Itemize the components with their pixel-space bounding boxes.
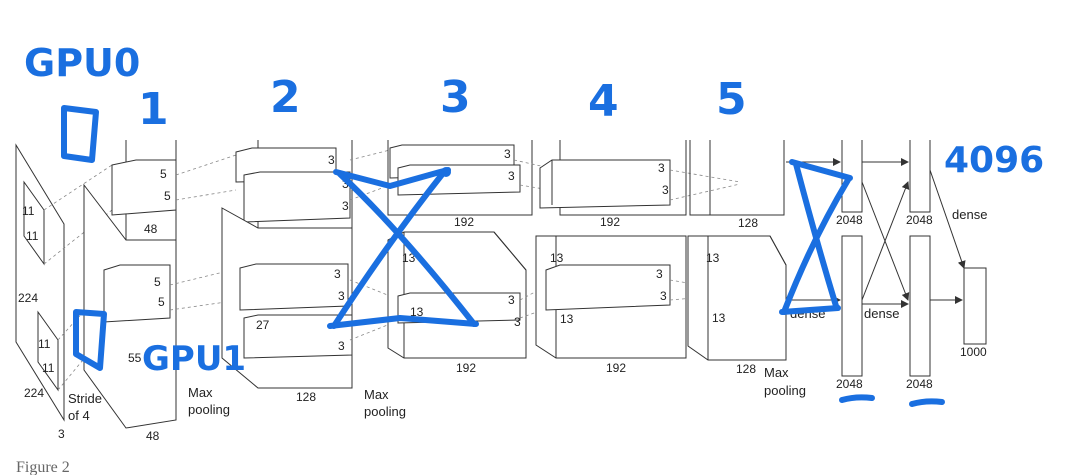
l4-d192-a: 192 — [600, 215, 620, 229]
input-w224: 224 — [24, 386, 44, 400]
l2-k3-a: 3 — [328, 153, 335, 167]
layer-number-3: 3 — [440, 72, 471, 123]
l2-k3-d: 3 — [334, 267, 341, 281]
l1-k5-d: 5 — [158, 295, 165, 309]
layer2-top-block — [235, 140, 353, 229]
layer4-bottom-block — [535, 235, 687, 359]
l4-s13-b: 13 — [560, 312, 574, 326]
l5-d128-a: 128 — [738, 216, 758, 230]
fc2-2048-b: 2048 — [906, 377, 933, 391]
blue-annotations — [61, 105, 945, 407]
l2-k3-e: 3 — [338, 289, 345, 303]
l5-dense-top-stroke — [789, 159, 853, 181]
dense-arrows — [786, 158, 966, 308]
layer4-top-block — [539, 140, 687, 216]
output-1000: 1000 — [960, 345, 987, 359]
l2-l3-bottom-stroke — [327, 315, 479, 329]
input-k11-b: 11 — [26, 229, 39, 243]
dense-label-3: dense — [952, 207, 987, 222]
l5-s13-a: 13 — [706, 251, 720, 265]
layer-number-1: 1 — [138, 84, 169, 135]
layer-number-5: 5 — [716, 74, 747, 125]
l5-dense-bottom-stroke — [779, 305, 841, 315]
input-k11-c: 11 — [38, 337, 51, 351]
l2-d128-b: 128 — [296, 390, 316, 404]
l1-k5-b: 5 — [164, 189, 171, 203]
l4-k3-d: 3 — [660, 289, 667, 303]
l2-l3-dot — [441, 167, 451, 177]
l2-s27-b: 27 — [256, 318, 270, 332]
layer5-top-block — [689, 140, 785, 216]
l2-pool-line1: Max — [364, 387, 389, 402]
l5-pool-line1: Max — [764, 365, 789, 380]
dense-size-4096: 4096 — [944, 140, 1044, 181]
input-h224: 224 — [18, 291, 38, 305]
layer-number-2: 2 — [270, 72, 301, 123]
layer-number-4: 4 — [588, 76, 619, 127]
l1-s55-b: 55 — [128, 351, 142, 365]
l5-pool-line2: pooling — [764, 383, 806, 398]
l2-l3-diag-a — [337, 171, 477, 327]
l3-k3-a: 3 — [504, 147, 511, 161]
gpu1-handwritten: GPU1 — [142, 339, 246, 379]
gpu0-handwritten: GPU0 — [24, 41, 140, 85]
l1-d48-a: 48 — [144, 222, 158, 236]
l4-d192-b: 192 — [606, 361, 626, 375]
fc1-2048-b: 2048 — [836, 377, 863, 391]
gpu0-marker — [61, 105, 99, 163]
stride-of4-label: of 4 — [68, 408, 90, 423]
layer2-bottom-block — [221, 207, 353, 389]
l5-d128-b: 128 — [736, 362, 756, 376]
underline-fc2 — [909, 398, 945, 407]
l4-s13-a: 13 — [550, 251, 564, 265]
l2-pool-line2: pooling — [364, 404, 406, 419]
l3-s13-b: 13 — [410, 305, 424, 319]
l1-d48-b: 48 — [146, 429, 160, 443]
l5-dense-diag-b — [781, 177, 851, 315]
l3-k3-b: 3 — [508, 169, 515, 183]
input-k11-a: 11 — [22, 204, 35, 218]
figure-caption: Figure 2 — [16, 459, 70, 475]
l2-k3-f: 3 — [338, 339, 345, 353]
layer5-bottom-block — [687, 235, 787, 361]
input-volume — [15, 143, 65, 422]
l3-s13-a: 13 — [402, 251, 416, 265]
fc1-2048-a: 2048 — [836, 213, 863, 227]
l3-d192-a: 192 — [454, 215, 474, 229]
l4-k3-b: 3 — [662, 183, 669, 197]
gpu1-marker — [73, 309, 107, 371]
l1-k5-a: 5 — [160, 167, 167, 181]
l2-l3-diag-b — [331, 169, 447, 329]
stride-label: Stride — [68, 391, 102, 406]
input-d3: 3 — [58, 427, 65, 441]
l2-k3-c: 3 — [342, 199, 349, 213]
l2-k3-b: 3 — [342, 177, 349, 191]
l3-d192-b: 192 — [456, 361, 476, 375]
l1-pool-line1: Max — [188, 385, 213, 400]
l3-k3-c: 3 — [508, 293, 515, 307]
l4-k3-c: 3 — [656, 267, 663, 281]
dense-label-2: dense — [864, 306, 899, 321]
l5-s13-b: 13 — [712, 311, 726, 325]
l4-k3-a: 3 — [658, 161, 665, 175]
input-k11-d: 11 — [42, 361, 55, 375]
l3-k3-d: 3 — [514, 315, 521, 329]
layer1-bottom-block — [83, 183, 177, 429]
l1-pool-line2: pooling — [188, 402, 230, 417]
fc2-2048-a: 2048 — [906, 213, 933, 227]
underline-fc1 — [839, 394, 875, 403]
dense-columns — [841, 140, 987, 377]
l1-k5-c: 5 — [154, 275, 161, 289]
